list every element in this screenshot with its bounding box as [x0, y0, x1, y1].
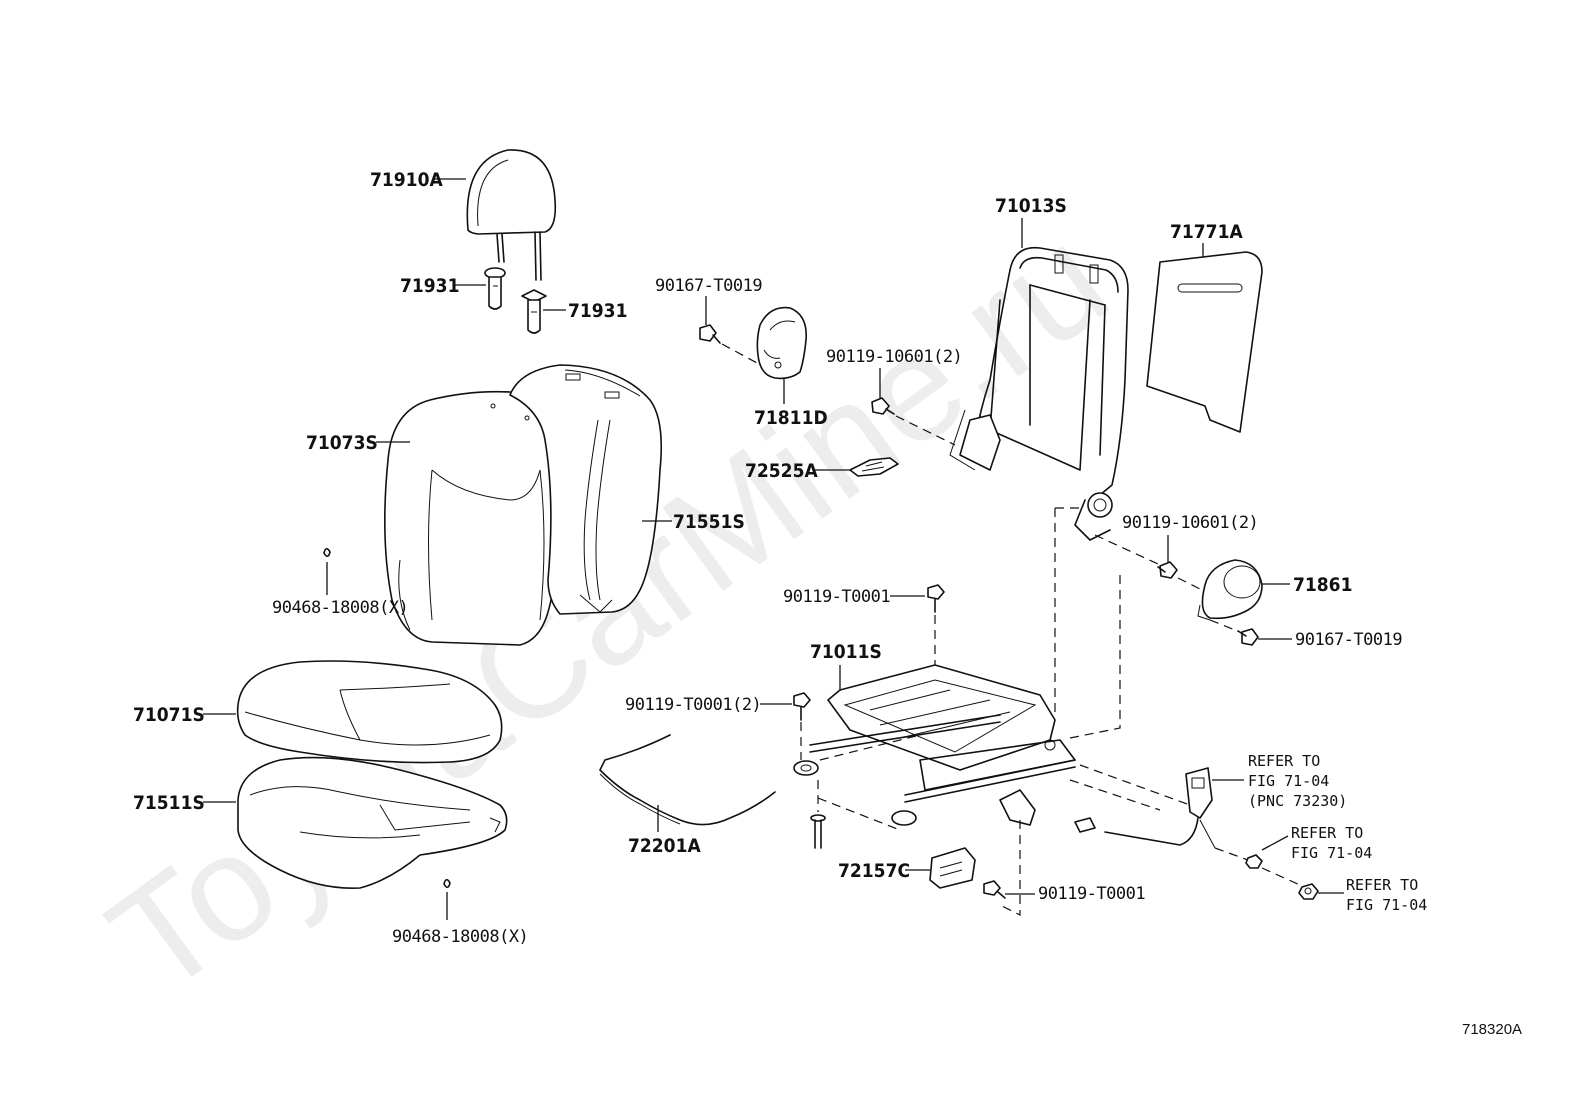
headrest-guide-right-drawing: [521, 289, 547, 334]
label-72525A: 72525A: [745, 460, 818, 482]
headrest-drawing: [466, 149, 557, 281]
label-71071S: 71071S: [133, 704, 205, 726]
seat-cushion-frame-drawing: [793, 664, 1076, 826]
reference-2: REFER TO FIG 71-04: [1291, 824, 1372, 862]
seat-cushion-pad-drawing: [237, 756, 508, 889]
headrest-guide-left-drawing: [484, 267, 506, 310]
nut-1-drawing: [1245, 854, 1263, 869]
screw-90167-lower-drawing: [1237, 628, 1259, 646]
ref2-line2: FIG 71-04: [1291, 844, 1372, 862]
label-90468-lower: 90468-18008(X): [392, 927, 528, 947]
bracket-72525A-drawing: [849, 457, 899, 477]
label-90167-lower: 90167-T0019: [1295, 630, 1402, 650]
dash-90119-10601-upper: [895, 415, 956, 446]
label-72157C: 72157C: [838, 860, 910, 882]
label-71511S: 71511S: [133, 792, 205, 814]
label-71811D: 71811D: [754, 407, 828, 429]
dash-buckle-a: [1079, 764, 1191, 806]
diagram-code: 718320A: [1462, 1021, 1522, 1038]
cover-72157C-drawing: [929, 847, 976, 889]
reference-3: REFER TO FIG 71-04: [1346, 876, 1427, 914]
label-90119-T0001-lower: 90119-T0001: [1038, 884, 1145, 904]
seatback-cover-drawing: [384, 390, 563, 646]
label-71013S: 71013S: [995, 195, 1067, 217]
label-90119-10601-lower: 90119-10601(2): [1122, 513, 1258, 533]
ref1-line3: (PNC 73230): [1248, 792, 1347, 810]
label-71910A: 71910A: [370, 169, 443, 191]
dash-nut-1: [1214, 847, 1249, 861]
seatback-frame-drawing: [949, 246, 1129, 541]
seat-cushion-cover-drawing: [236, 660, 503, 764]
recliner-cover-outer-drawing: [1197, 559, 1263, 621]
ref1-line2: FIG 71-04: [1248, 772, 1329, 790]
ref1-line1: REFER TO: [1248, 752, 1320, 770]
label-90119-T0001-upper: 90119-T0001: [783, 587, 890, 607]
bolt-90119-T0001-lower-drawing: [983, 880, 1006, 899]
hog-ring-lower-drawing: [443, 878, 451, 889]
reference-1: REFER TO FIG 71-04 (PNC 73230): [1248, 752, 1347, 810]
label-90119-T0001-2: 90119-T0001(2): [625, 695, 761, 715]
label-90468-upper: 90468-18008(X): [272, 598, 408, 618]
label-71931-left: 71931: [400, 275, 459, 297]
dash-nut-2: [1261, 867, 1301, 886]
wire-72201A-drawing: [599, 734, 776, 826]
ref2-line1: REFER TO: [1291, 824, 1363, 842]
bolt-90119-T0001-2-drawing: [793, 692, 811, 721]
dash-frame-bottom: [817, 797, 901, 831]
seat-belt-buckle-drawing: [1074, 767, 1216, 849]
recliner-cover-inner-drawing: [756, 306, 807, 380]
dash-90119-T0001-lower: [999, 820, 1021, 916]
hog-ring-upper-drawing: [323, 547, 331, 558]
dash-frame-mid: [819, 734, 921, 761]
label-71771A: 71771A: [1170, 221, 1243, 243]
bolt-90119-T0001-upper-drawing: [927, 584, 945, 613]
label-90119-10601-upper: 90119-10601(2): [826, 347, 962, 367]
bolt-90119-10601-lower-drawing: [1157, 561, 1178, 579]
label-71931-right: 71931: [568, 300, 627, 322]
seatback-pad-drawing: [509, 364, 663, 615]
dash-buckle-b: [1069, 779, 1161, 811]
ref3-line2: FIG 71-04: [1346, 896, 1427, 914]
dash-90119-10601-lower-b: [1177, 577, 1211, 595]
ref3-line1: REFER TO: [1346, 876, 1418, 894]
label-71861: 71861: [1293, 574, 1352, 596]
label-90167-upper: 90167-T0019: [655, 276, 762, 296]
leader-ref2: [1261, 835, 1289, 851]
nut-2-drawing: [1298, 883, 1319, 900]
label-71551S: 71551S: [673, 511, 745, 533]
dash-90167-lower: [1209, 619, 1241, 633]
label-71073S: 71073S: [306, 432, 378, 454]
label-71011S: 71011S: [810, 641, 882, 663]
dash-frame-right: [1069, 575, 1121, 739]
seatback-board-drawing: [1146, 251, 1263, 433]
screw-90167-upper-drawing: [699, 324, 721, 344]
bolt-90119-10601-upper-drawing: [871, 397, 895, 415]
label-72201A: 72201A: [628, 835, 701, 857]
dash-90119-10601-lower-a: [1094, 534, 1159, 565]
stud-drawing: [810, 814, 826, 849]
